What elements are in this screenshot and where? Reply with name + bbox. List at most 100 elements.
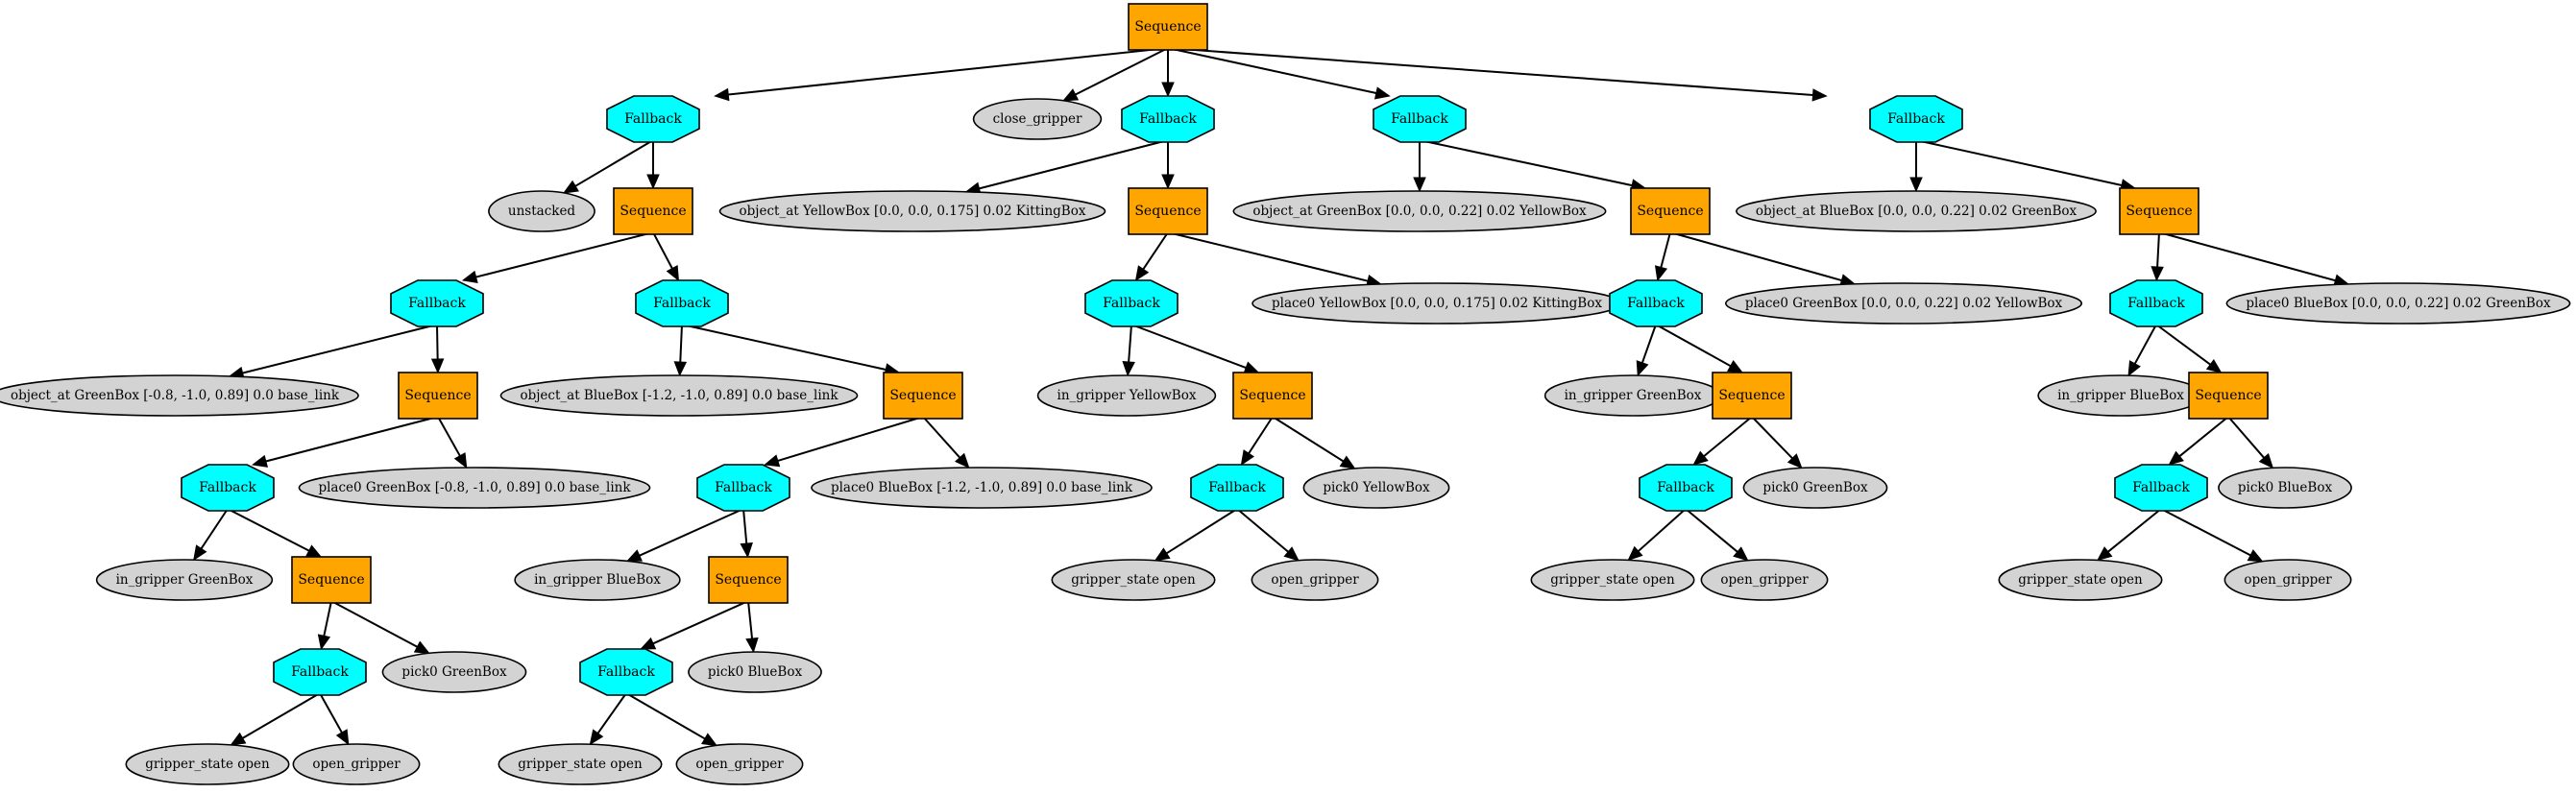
arrowhead-n34-n38	[1339, 455, 1356, 469]
leaf-node: open_gripper	[1251, 559, 1379, 601]
leaf-node: in_gripper GreenBox	[95, 559, 274, 601]
arrowhead-n11-n13	[305, 544, 323, 558]
node-label: Sequence	[2126, 204, 2192, 219]
node-label: Fallback	[1139, 111, 1197, 127]
node-label: place0 GreenBox [0.0, 0.0, 0.22] 0.02 Ye…	[1745, 296, 2063, 311]
arrowhead-n41-n42	[1654, 265, 1668, 282]
node-label: unstacked	[508, 204, 576, 219]
leaf-ellipse	[95, 559, 274, 601]
edge-n55-n57	[2160, 508, 2251, 557]
sequence-box	[1128, 3, 1208, 51]
edge-n0-n5	[1167, 47, 1813, 96]
node-label: pick0 YellowBox	[1323, 480, 1430, 495]
arrowhead-n42-n43	[1636, 360, 1649, 377]
edge-n35-n36	[1166, 508, 1238, 555]
edge-n21-n29	[922, 416, 961, 459]
sequence-node: Sequence	[1128, 3, 1208, 51]
fallback-octagon	[696, 464, 790, 512]
node-label: Fallback	[2127, 296, 2185, 311]
edge-n22-n24	[742, 508, 748, 544]
node-label: gripper_state open	[145, 757, 270, 772]
edge-n31-n32	[1142, 231, 1169, 270]
edge-n8-n9	[242, 324, 438, 374]
leaf-ellipse	[292, 743, 421, 785]
edge-n7-n8	[475, 231, 654, 278]
node-label: Fallback	[653, 296, 711, 311]
arrowhead-n1-n6	[562, 180, 579, 194]
sequence-box	[1232, 372, 1313, 420]
node-label: place0 GreenBox [-0.8, -1.0, 0.89] 0.0 b…	[318, 480, 631, 495]
arrowhead-n22-n24	[740, 541, 753, 559]
edge-n11-n12	[200, 508, 229, 550]
node-label: Sequence	[715, 572, 781, 588]
sequence-box	[883, 372, 963, 420]
fallback-octagon	[579, 648, 673, 696]
leaf-ellipse	[1736, 190, 2097, 232]
edge-n10-n18	[437, 416, 461, 457]
sequence-box	[1712, 372, 1792, 420]
leaf-node: gripper_state open	[498, 743, 663, 785]
edge-n42-n43	[1640, 324, 1657, 364]
node-label: Fallback	[408, 296, 466, 311]
node-label: object_at GreenBox [0.0, 0.0, 0.22] 0.02…	[1252, 204, 1587, 219]
arrowhead-n11-n12	[193, 544, 207, 562]
edge-n11-n13	[227, 508, 310, 552]
node-label: open_gripper	[312, 757, 401, 772]
leaf-ellipse	[1530, 559, 1695, 601]
sequence-node: Sequence	[1712, 372, 1792, 420]
fallback-octagon	[1084, 279, 1179, 327]
leaf-node: object_at GreenBox [-0.8, -1.0, 0.89] 0.…	[0, 374, 359, 417]
node-label: Fallback	[1103, 296, 1160, 311]
edge-n44-n48	[1751, 416, 1793, 460]
edge-n14-n15	[242, 692, 321, 739]
arrowhead-n7-n19	[666, 265, 679, 282]
edge-n0-n1	[728, 47, 1169, 96]
node-label: Sequence	[1637, 204, 1703, 219]
arrowhead-n13-n14	[317, 634, 331, 651]
leaf-ellipse	[675, 743, 804, 785]
node-label: Sequence	[889, 388, 956, 403]
node-label: open_gripper	[1720, 572, 1809, 588]
fallback-node: Fallback	[579, 648, 673, 696]
sequence-node: Sequence	[708, 556, 789, 604]
leaf-node: pick0 GreenBox	[1742, 467, 1888, 509]
arrowhead-n52-n53	[2127, 360, 2141, 377]
node-label: in_gripper GreenBox	[1565, 388, 1702, 403]
arrowhead-n13-n17	[413, 640, 430, 654]
fallback-node: Fallback	[606, 95, 700, 143]
leaf-ellipse	[498, 743, 663, 785]
edge-n51-n59	[2158, 231, 2336, 282]
sequence-node: Sequence	[2119, 187, 2199, 235]
edge-n14-n16	[319, 692, 343, 734]
leaf-node: place0 BlueBox [-1.2, -1.0, 0.89] 0.0 ba…	[811, 467, 1153, 509]
edge-n4-n41	[1419, 139, 1633, 187]
edge-n0-n2	[1075, 47, 1169, 96]
leaf-ellipse	[1232, 190, 1607, 232]
node-label: Sequence	[1134, 19, 1201, 35]
arrowhead-n51-n52	[2151, 266, 2164, 282]
edge-n41-n49	[1669, 231, 1842, 281]
leaf-ellipse	[972, 98, 1103, 140]
edge-n54-n55	[2178, 416, 2229, 457]
edge-n44-n45	[1703, 416, 1753, 457]
node-label: Fallback	[1208, 480, 1266, 495]
leaf-ellipse	[1742, 467, 1888, 509]
leaf-node: place0 BlueBox [0.0, 0.0, 0.22] 0.02 Gre…	[2225, 282, 2571, 325]
node-label: Sequence	[1718, 388, 1785, 403]
leaf-ellipse	[811, 467, 1153, 509]
fallback-node: Fallback	[181, 464, 275, 512]
fallback-node: Fallback	[1639, 464, 1733, 512]
sequence-node: Sequence	[1232, 372, 1313, 420]
node-label: Fallback	[624, 111, 682, 127]
leaf-ellipse	[0, 374, 359, 417]
arrowhead-n45-n47	[1733, 546, 1749, 562]
leaf-node: in_gripper BlueBox	[514, 559, 681, 601]
arrowhead-n32-n34	[1243, 361, 1260, 374]
edge-n32-n33	[1128, 324, 1132, 363]
leaf-node: in_gripper YellowBox	[1036, 374, 1217, 417]
arrowhead-n5-n50	[1909, 177, 1923, 193]
leaf-node: object_at GreenBox [0.0, 0.0, 0.22] 0.02…	[1232, 190, 1607, 232]
leaf-ellipse	[1051, 559, 1216, 601]
leaf-ellipse	[1036, 374, 1217, 417]
fallback-node: Fallback	[635, 279, 729, 327]
